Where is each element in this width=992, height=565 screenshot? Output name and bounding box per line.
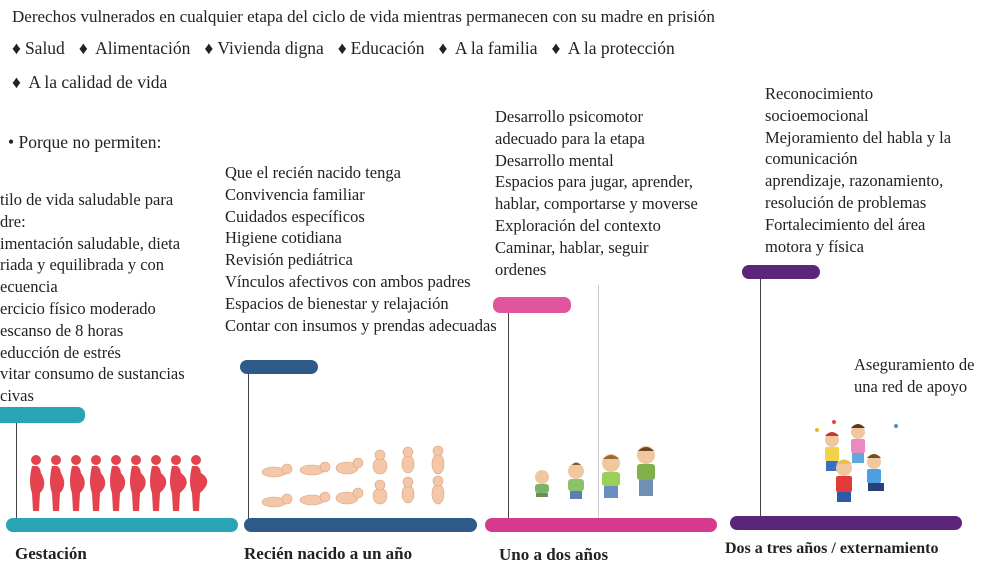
dos-connector: [760, 279, 761, 521]
silhouette-icon: [110, 455, 126, 511]
right-item: ♦Educación: [337, 38, 425, 58]
child-icon: [867, 454, 884, 491]
right-item: ♦Vivienda digna: [204, 38, 324, 58]
child-icon: [836, 459, 852, 502]
diamond-icon: ♦: [204, 38, 214, 58]
babies-development-illustration: [261, 445, 445, 508]
silhouette-icon: [90, 455, 106, 511]
baby-icon: [431, 475, 445, 505]
stage-label-gestacion: Gestación: [15, 544, 87, 563]
diamond-icon: ♦: [78, 38, 88, 58]
gestacion-text: tilo de vida saludable para dre: imentac…: [0, 190, 185, 406]
baby-icon: [335, 457, 364, 475]
baby-icon: [261, 463, 293, 478]
toddler-icon: [568, 462, 584, 499]
confetti-icon: [832, 420, 836, 424]
child-icon: [851, 424, 865, 463]
child-icon: [825, 432, 839, 471]
stage-label-uno: Uno a dos años: [499, 545, 609, 564]
baby-icon: [261, 493, 293, 508]
diamond-icon: ♦: [438, 38, 448, 58]
toddlers-illustration: [535, 446, 655, 499]
silhouette-icon: [70, 455, 85, 511]
diamond-icon: ♦: [12, 72, 21, 92]
right-item: ♦Salud: [12, 38, 65, 58]
baby-icon: [299, 491, 331, 506]
diamond-icon: ♦: [12, 38, 21, 58]
silhouette-icon: [170, 455, 187, 511]
dos-tres-text: Reconocimiento socioemocional Mejoramien…: [765, 84, 952, 256]
diamond-icon: ♦: [551, 38, 561, 58]
gestacion-connector: [16, 423, 17, 521]
uno-dos-text: Desarrollo psicomotor adecuado para la e…: [495, 107, 698, 279]
children-playing-illustration: [815, 420, 898, 502]
uno-connector: [508, 313, 509, 521]
timeline-segment-uno: [485, 518, 717, 532]
dos-marker: [742, 265, 820, 279]
confetti-icon: [894, 424, 898, 428]
toddler-icon: [637, 446, 655, 496]
stage-label-dos: Dos a tres años / externamiento: [725, 540, 939, 557]
toddler-icon: [602, 454, 620, 498]
baby-icon: [431, 445, 445, 475]
baby-icon: [299, 461, 331, 476]
silhouette-icon: [150, 455, 167, 511]
silhouette-icon: [130, 455, 146, 511]
baby-icon: [372, 479, 388, 505]
baby-icon: [335, 487, 364, 505]
silhouette-icon: [30, 455, 45, 511]
timeline-segment-gestacion: [6, 518, 238, 532]
baby-icon: [401, 476, 415, 504]
baby-icon: [401, 446, 415, 474]
stage-label-recien: Recién nacido a un año: [244, 544, 413, 563]
right-item: ♦ A la calidad de vida: [12, 72, 168, 92]
gestacion-marker: [0, 407, 85, 423]
uno-marker: [493, 297, 571, 313]
timeline-segment-recien: [244, 518, 477, 532]
rights-row-1: ♦Salud ♦ Alimentación ♦Vivienda digna ♦E…: [12, 38, 675, 59]
silhouette-icon: [50, 455, 65, 511]
recien-marker: [240, 360, 318, 374]
diagram-title: Derechos vulnerados en cualquier etapa d…: [12, 7, 715, 26]
silhouette-icon: [190, 455, 208, 511]
bullet-label: • Porque no permiten:: [8, 132, 162, 152]
recien-connector: [248, 374, 249, 521]
recien-nacido-text: Que el recién nacido tenga Convivencia f…: [225, 163, 497, 335]
toddler-icon: [535, 470, 549, 497]
confetti-icon: [815, 428, 819, 432]
baby-icon: [372, 449, 388, 475]
right-item: ♦ A la familia: [438, 38, 538, 58]
right-item: ♦ A la protección: [551, 38, 675, 58]
right-item: ♦ Alimentación: [78, 38, 191, 58]
rights-row-2: ♦ A la calidad de vida: [12, 72, 167, 93]
pregnancy-silhouettes-illustration: [30, 455, 208, 511]
uno-guide-line: [598, 285, 599, 520]
diamond-icon: ♦: [337, 38, 347, 58]
timeline-segment-dos: [730, 516, 962, 530]
red-apoyo-text: Aseguramiento de una red de apoyo: [854, 355, 975, 396]
